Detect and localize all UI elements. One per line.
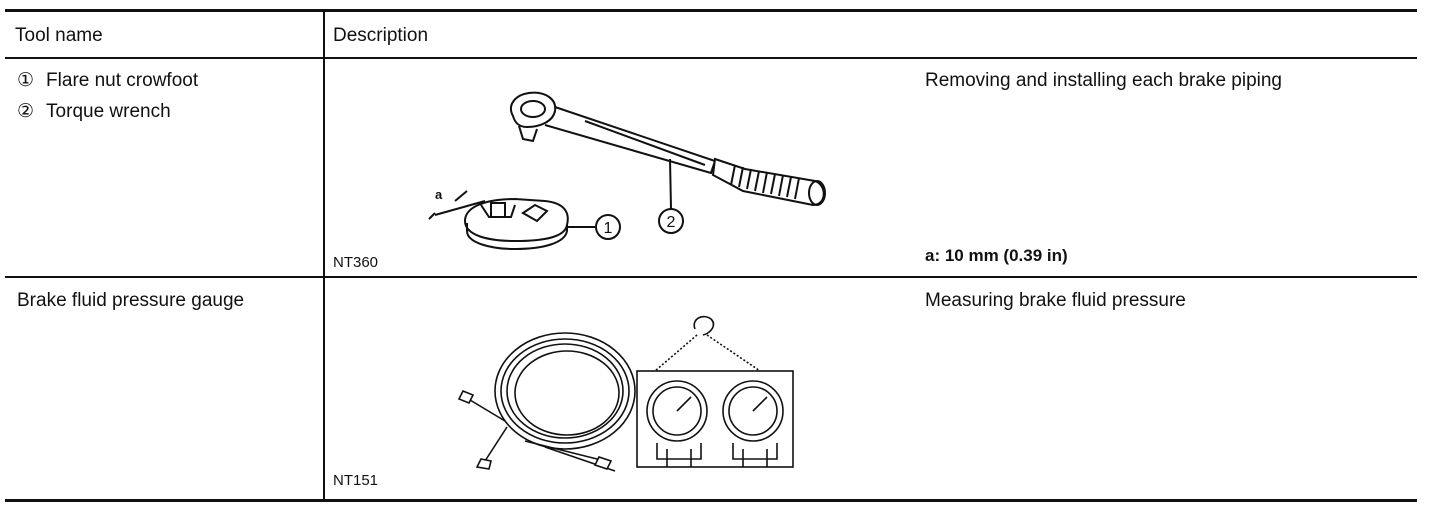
table-header-rule (5, 57, 1417, 59)
item-label: Flare nut crowfoot (46, 70, 199, 91)
row1-description-use: Removing and installing each brake pipin… (925, 70, 1283, 91)
table-row-divider (5, 276, 1417, 278)
tool-item-brake-fluid-pressure-gauge: Brake fluid pressure gauge (17, 290, 245, 311)
header-tool-name: Tool name (15, 25, 103, 46)
table-bottom-rule (5, 499, 1417, 502)
item-label: Torque wrench (46, 101, 171, 122)
special-tools-table: Tool name Description ① Flare nut crowfoo… (5, 9, 1417, 502)
row2-description-use: Measuring brake fluid pressure (925, 290, 1186, 311)
row2-figure-code: NT151 (333, 472, 379, 489)
pressure-gauge-illustration (457, 315, 794, 472)
row1-figure-code: NT360 (333, 254, 379, 271)
callout-2: 2 (667, 214, 676, 231)
callout-1: 1 (604, 220, 613, 237)
tool-item-flare-nut-crowfoot: ① Flare nut crowfoot (17, 70, 198, 92)
table-top-rule (5, 9, 1417, 12)
row1-spec-note: a: 10 mm (0.39 in) (925, 246, 1068, 265)
torque-wrench-illustration: a 2 1 (428, 91, 826, 251)
tool-item-torque-wrench: ② Torque wrench (17, 101, 171, 123)
item-number: ② (17, 101, 35, 122)
item-number: ① (17, 70, 35, 91)
table-column-divider (323, 12, 325, 499)
callout-a: a (435, 187, 443, 202)
header-description: Description (333, 25, 429, 46)
